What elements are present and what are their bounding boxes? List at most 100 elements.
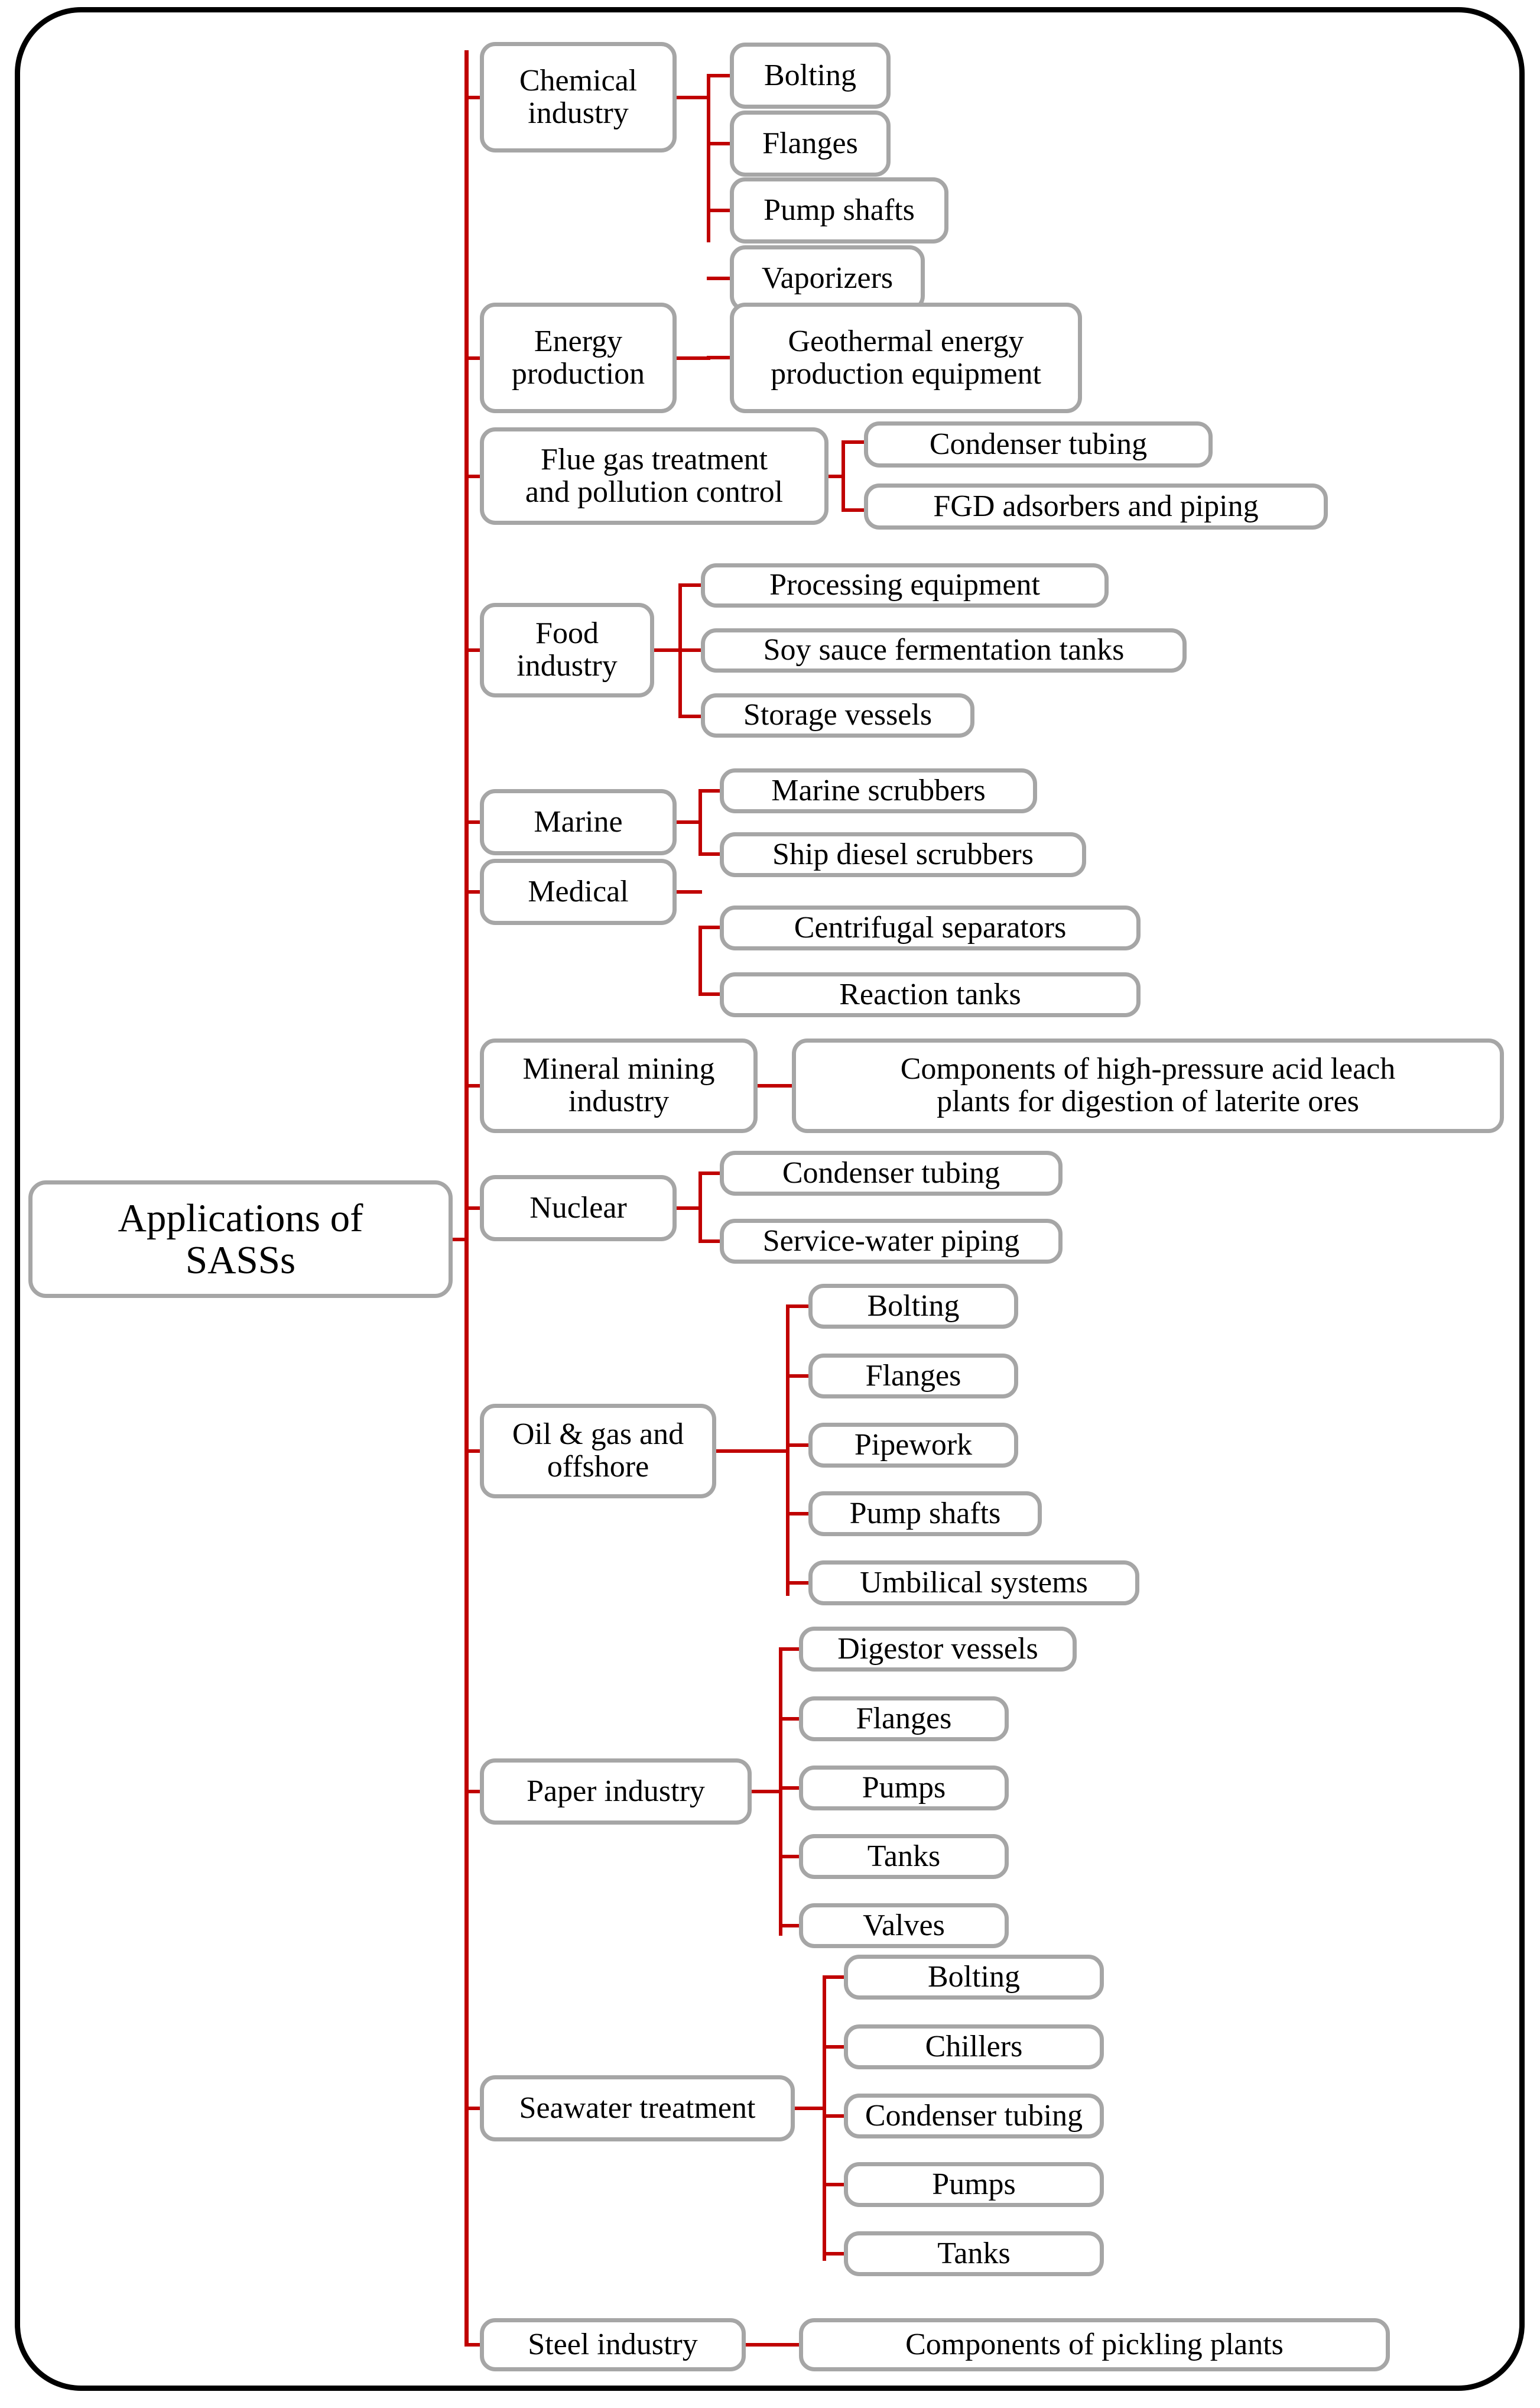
leaf-node-pump-shafts[interactable]: Pump shafts <box>730 177 948 244</box>
child-stub-medical-centrifugal-separators <box>698 926 722 929</box>
child-stub-paper-industry-valves <box>779 1924 801 1927</box>
child-stub-paper-industry-pumps <box>779 1786 801 1790</box>
root-stub-connector <box>453 1237 469 1241</box>
child-stub-paper-industry-flanges <box>779 1717 801 1721</box>
child-stub-mineral-mining-industry-components-of-high-pressure-acid-leach-plants-for-digestion-of-laterite-ores <box>771 1084 794 1088</box>
branch-spine-stub-paper-industry <box>752 1790 782 1793</box>
child-stub-food-industry-storage-vessels <box>678 715 703 718</box>
leaf-node-flanges[interactable]: Flanges <box>808 1354 1018 1398</box>
leaf-node-pumps[interactable]: Pumps <box>844 2162 1104 2207</box>
leaf-node-condenser-tubing[interactable]: Condenser tubing <box>864 421 1213 468</box>
child-stub-seawater-treatment-pumps <box>823 2183 846 2186</box>
leaf-node-flanges[interactable]: Flanges <box>730 111 891 177</box>
child-stub-oil-gas-and-offshore-bolting <box>786 1304 811 1308</box>
child-stub-chemical-industry-flanges <box>707 142 732 145</box>
branch-stub-steel-industry <box>464 2343 482 2347</box>
child-stub-flue-gas-treatment-and-pollution-control-fgd-adsorbers-and-piping <box>842 508 866 512</box>
leaf-node-bolting[interactable]: Bolting <box>808 1284 1018 1329</box>
leaf-node-pumps[interactable]: Pumps <box>799 1766 1009 1810</box>
leaf-node-geothermal-energy-production-equipment[interactable]: Geothermal energy production equipment <box>730 303 1082 413</box>
branch-spine-stub-nuclear <box>677 1206 702 1210</box>
child-spine-paper-industry <box>779 1649 782 1936</box>
leaf-node-marine-scrubbers[interactable]: Marine scrubbers <box>720 768 1037 813</box>
leaf-node-reaction-tanks[interactable]: Reaction tanks <box>720 972 1141 1017</box>
leaf-node-centrifugal-separators[interactable]: Centrifugal separators <box>720 906 1141 950</box>
leaf-node-bolting[interactable]: Bolting <box>844 1955 1104 2000</box>
branch-node-oil-gas-and-offshore[interactable]: Oil & gas and offshore <box>480 1404 716 1498</box>
branch-node-marine[interactable]: Marine <box>480 789 677 855</box>
branch-stub-marine <box>464 820 482 824</box>
leaf-node-pipework[interactable]: Pipework <box>808 1423 1018 1468</box>
child-stub-seawater-treatment-condenser-tubing <box>823 2114 846 2118</box>
child-stub-steel-industry-components-of-pickling-plants <box>779 2343 801 2347</box>
child-stub-seawater-treatment-bolting <box>823 1975 846 1979</box>
child-stub-nuclear-condenser-tubing <box>698 1171 722 1175</box>
branch-spine-stub-chemical-industry <box>677 95 710 99</box>
leaf-node-condenser-tubing[interactable]: Condenser tubing <box>720 1151 1063 1196</box>
child-spine-flue-gas-treatment-and-pollution-control <box>842 442 845 510</box>
child-spine-marine <box>698 791 702 854</box>
branch-node-food-industry[interactable]: Food industry <box>480 603 654 697</box>
leaf-node-storage-vessels[interactable]: Storage vessels <box>701 693 974 738</box>
child-stub-oil-gas-and-offshore-pump-shafts <box>786 1512 811 1515</box>
leaf-node-digestor-vessels[interactable]: Digestor vessels <box>799 1627 1077 1672</box>
leaf-node-valves[interactable]: Valves <box>799 1903 1009 1948</box>
branch-spine-stub-food-industry <box>654 648 682 652</box>
leaf-node-soy-sauce-fermentation-tanks[interactable]: Soy sauce fermentation tanks <box>701 628 1187 673</box>
root-node-applications-of-sasss[interactable]: Applications of SASSs <box>28 1180 453 1298</box>
child-stub-paper-industry-tanks <box>779 1855 801 1858</box>
branch-node-chemical-industry[interactable]: Chemical industry <box>480 42 677 152</box>
leaf-node-chillers[interactable]: Chillers <box>844 2024 1104 2069</box>
child-stub-food-industry-processing-equipment <box>678 583 703 587</box>
child-stub-oil-gas-and-offshore-pipework <box>786 1443 811 1447</box>
branch-stub-seawater-treatment <box>464 2107 482 2110</box>
leaf-node-components-of-pickling-plants[interactable]: Components of pickling plants <box>799 2318 1390 2371</box>
leaf-node-service-water-piping[interactable]: Service-water piping <box>720 1219 1063 1264</box>
branch-node-nuclear[interactable]: Nuclear <box>480 1175 677 1241</box>
branch-node-seawater-treatment[interactable]: Seawater treatment <box>480 2075 795 2141</box>
branch-spine-stub-marine <box>677 820 702 824</box>
leaf-node-fgd-adsorbers-and-piping[interactable]: FGD adsorbers and piping <box>864 483 1328 530</box>
branch-stub-medical <box>464 890 482 894</box>
leaf-node-condenser-tubing[interactable]: Condenser tubing <box>844 2094 1104 2138</box>
child-stub-oil-gas-and-offshore-flanges <box>786 1374 811 1378</box>
child-stub-chemical-industry-vaporizers <box>707 277 732 280</box>
child-stub-medical-reaction-tanks <box>698 992 722 996</box>
branch-stub-paper-industry <box>464 1790 482 1793</box>
branch-node-steel-industry[interactable]: Steel industry <box>480 2318 746 2371</box>
child-stub-seawater-treatment-chillers <box>823 2045 846 2049</box>
leaf-node-flanges[interactable]: Flanges <box>799 1696 1009 1741</box>
leaf-node-tanks[interactable]: Tanks <box>844 2231 1104 2276</box>
branch-node-flue-gas-treatment-and-pollution-control[interactable]: Flue gas treatment and pollution control <box>480 427 829 525</box>
branch-node-medical[interactable]: Medical <box>480 859 677 925</box>
child-stub-paper-industry-digestor-vessels <box>779 1647 801 1651</box>
leaf-node-tanks[interactable]: Tanks <box>799 1834 1009 1879</box>
branch-stub-energy-production <box>464 356 482 360</box>
child-stub-nuclear-service-water-piping <box>698 1239 722 1243</box>
leaf-node-umbilical-systems[interactable]: Umbilical systems <box>808 1560 1139 1605</box>
branch-spine-stub-flue-gas-treatment-and-pollution-control <box>829 474 845 478</box>
branch-stub-chemical-industry <box>464 95 482 99</box>
branch-node-paper-industry[interactable]: Paper industry <box>480 1758 752 1825</box>
leaf-node-processing-equipment[interactable]: Processing equipment <box>701 563 1109 608</box>
leaf-node-ship-diesel-scrubbers[interactable]: Ship diesel scrubbers <box>720 832 1086 877</box>
branch-stub-nuclear <box>464 1206 482 1210</box>
branch-spine-stub-energy-production <box>677 356 710 360</box>
child-stub-chemical-industry-bolting <box>707 74 732 77</box>
leaf-node-vaporizers[interactable]: Vaporizers <box>730 245 925 311</box>
branch-node-energy-production[interactable]: Energy production <box>480 303 677 413</box>
branch-spine-stub-steel-industry <box>746 2343 782 2347</box>
child-stub-seawater-treatment-tanks <box>823 2252 846 2256</box>
branch-spine-stub-medical <box>677 890 702 894</box>
branch-stub-flue-gas-treatment-and-pollution-control <box>464 474 482 478</box>
child-spine-oil-gas-and-offshore <box>786 1306 790 1596</box>
leaf-node-components-of-high-pressure-acid-leach-plants-for-digestion-of-laterite-ores[interactable]: Components of high-pressure acid leach p… <box>792 1039 1504 1133</box>
branch-node-mineral-mining-industry[interactable]: Mineral mining industry <box>480 1039 758 1133</box>
child-stub-flue-gas-treatment-and-pollution-control-condenser-tubing <box>842 440 866 444</box>
branch-stub-mineral-mining-industry <box>464 1084 482 1088</box>
branch-spine-stub-seawater-treatment <box>795 2107 826 2110</box>
leaf-node-bolting[interactable]: Bolting <box>730 43 891 109</box>
branch-stub-oil-gas-and-offshore <box>464 1449 482 1453</box>
leaf-node-pump-shafts[interactable]: Pump shafts <box>808 1491 1042 1536</box>
child-stub-marine-ship-diesel-scrubbers <box>698 852 722 856</box>
